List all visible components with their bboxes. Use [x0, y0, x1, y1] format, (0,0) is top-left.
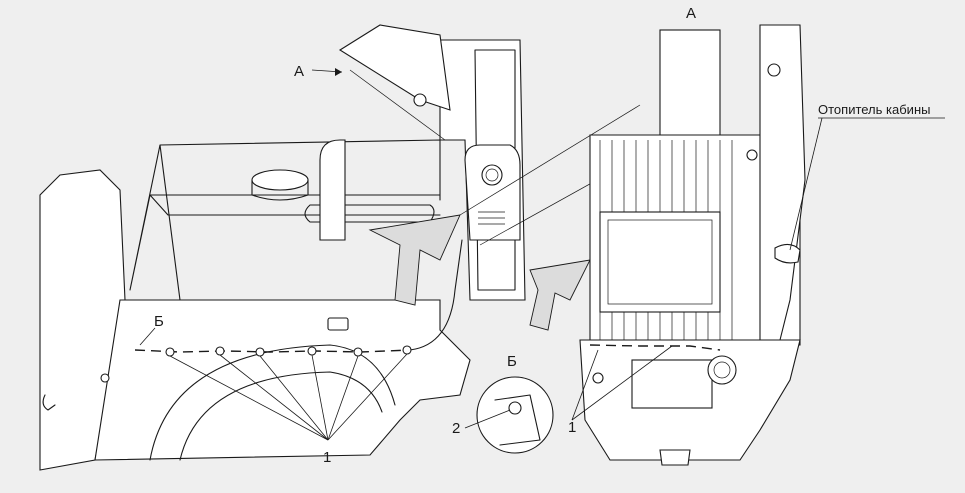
leader-2	[464, 409, 511, 429]
heater-outlet-inner	[485, 168, 499, 182]
front-body-panel	[39, 169, 126, 471]
leader-heater	[789, 117, 823, 251]
guard-rail	[129, 139, 441, 301]
view-a-arrow	[311, 68, 343, 76]
hatch-pivot	[413, 93, 427, 107]
round-tank	[251, 169, 309, 191]
hose-riser	[409, 239, 463, 351]
detail-b-fitting	[508, 401, 522, 415]
callout-1-left: 1	[323, 449, 331, 466]
heater-outlet	[481, 164, 503, 186]
heater-block	[464, 144, 521, 241]
detail-b-title: Б	[507, 353, 517, 370]
view-a-hose	[589, 344, 721, 351]
left-side-view	[39, 24, 661, 471]
callout-1-right: 1	[568, 419, 576, 436]
heater-radiator	[599, 211, 721, 313]
wheel-arch-inner	[179, 371, 383, 461]
body-plate	[327, 317, 349, 331]
leaders-1-left	[169, 353, 408, 441]
view-a-arrow-label: А	[294, 63, 304, 80]
view-a	[579, 24, 945, 466]
direction-arrow-2	[529, 259, 591, 331]
lower-body	[94, 299, 471, 461]
heater-outlet-nozzle	[774, 243, 801, 264]
detail-b-circle	[476, 376, 554, 454]
tank-body	[251, 179, 309, 201]
radiator-core	[607, 219, 713, 305]
lower-box	[631, 359, 713, 409]
direction-arrow-1	[368, 214, 461, 306]
detail-b-bracket	[494, 394, 541, 446]
detail-b-marker: Б	[154, 313, 164, 330]
open-hatch	[338, 24, 451, 111]
duct-fitting-mid	[746, 149, 758, 161]
front-fitting	[100, 373, 110, 383]
heater-fan	[707, 355, 737, 385]
leader-b	[139, 327, 156, 346]
front-handle	[42, 394, 56, 411]
projection-line-1	[459, 104, 641, 216]
duct-fitting-top	[767, 63, 781, 77]
exhaust-pipe	[319, 139, 346, 241]
leaders-1-right	[571, 345, 673, 421]
heater-fan-inner	[713, 361, 731, 379]
heater-grille	[478, 211, 505, 225]
view-a-title: А	[686, 5, 696, 22]
detail-b-view	[464, 376, 554, 454]
view-a-fitting	[592, 372, 604, 384]
wheel-arch-outer	[149, 344, 396, 461]
heater-label: Отопитель кабины	[818, 102, 930, 117]
callout-2: 2	[452, 420, 460, 437]
view-a-pillar	[659, 29, 721, 141]
bottom-tab	[659, 449, 691, 466]
hatch-strut	[349, 69, 446, 141]
